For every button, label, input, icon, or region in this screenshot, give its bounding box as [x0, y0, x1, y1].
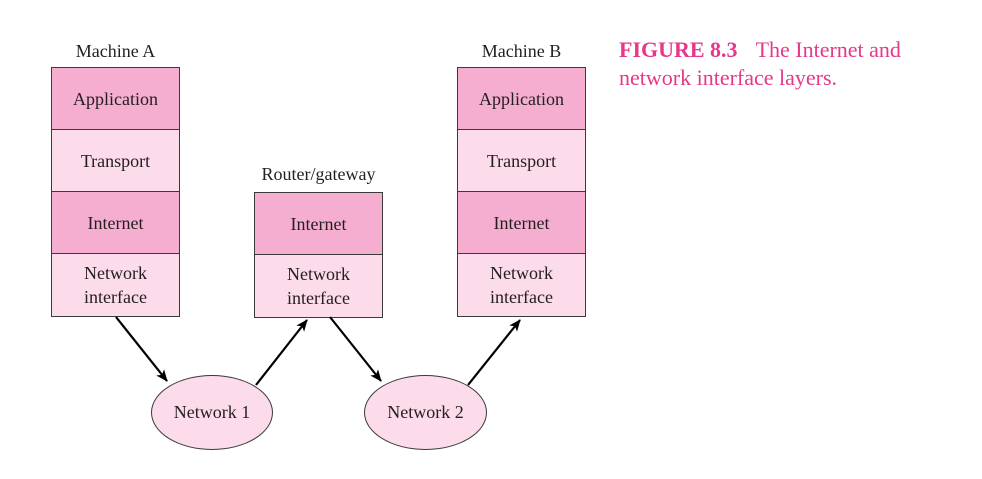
machine-b-stack: Application Transport Internet Network i… [457, 67, 586, 317]
machine-b-title: Machine B [481, 41, 562, 61]
machine-a-application-layer: Application [52, 68, 179, 130]
layer-label: Internet [290, 213, 347, 234]
layer-label: Internet [87, 212, 144, 233]
arrow-network-1-to-router [255, 319, 308, 386]
machine-a-network-interface-layer: Network interface [52, 254, 179, 316]
machine-b-transport-layer: Transport [458, 130, 585, 192]
network-1-ellipse: Network 1 [151, 375, 273, 450]
layer-label: Transport [486, 150, 557, 171]
network-2-label: Network 2 [387, 402, 464, 422]
machine-a-title: Machine A [75, 41, 156, 61]
layer-label-line-1: Network [84, 263, 147, 283]
layer-label: Internet [493, 212, 550, 233]
machine-b-internet-layer: Internet [458, 192, 585, 254]
machine-b-network-interface-layer: Network interface [458, 254, 585, 316]
arrow-router-to-network-2 [329, 316, 382, 382]
layer-label: Application [73, 88, 158, 109]
router-network-interface-layer: Network interface [255, 255, 382, 317]
figure-caption-text: The Internet and network interface layer… [619, 37, 901, 90]
layer-label-line-1: Network [287, 264, 350, 284]
router-internet-layer: Internet [255, 193, 382, 255]
machine-a-stack: Application Transport Internet Network i… [51, 67, 180, 317]
router-stack: Internet Network interface [254, 192, 383, 318]
router-title: Router/gateway [261, 164, 376, 184]
layer-label-line-2: interface [287, 288, 350, 308]
layer-label-line-1: Network [490, 263, 553, 283]
layer-label: Transport [80, 150, 151, 171]
machine-a-transport-layer: Transport [52, 130, 179, 192]
layer-label-line-2: interface [490, 287, 553, 307]
arrow-network-2-to-machine-b [467, 319, 521, 386]
network-2-ellipse: Network 2 [364, 375, 487, 450]
machine-b-application-layer: Application [458, 68, 585, 130]
network-1-label: Network 1 [173, 402, 251, 422]
figure-number: FIGURE 8.3 [619, 37, 738, 62]
layer-label: Application [479, 88, 564, 109]
arrow-machine-a-to-network-1 [115, 316, 168, 382]
machine-a-internet-layer: Internet [52, 192, 179, 254]
layer-label-line-2: interface [84, 287, 147, 307]
